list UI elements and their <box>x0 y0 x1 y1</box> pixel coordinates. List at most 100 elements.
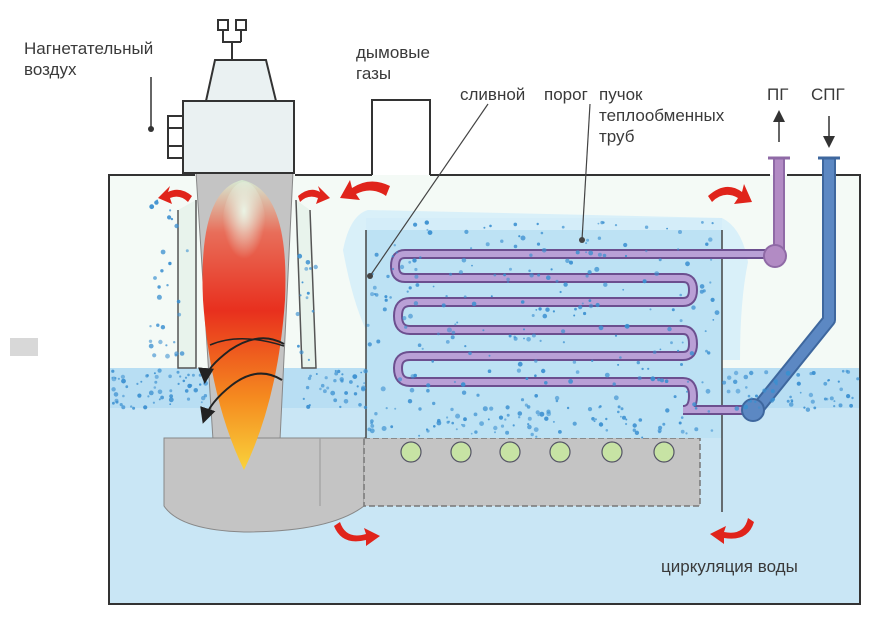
combustion-chamber <box>163 437 365 533</box>
bubble <box>622 288 625 291</box>
tubes-leader-dot <box>579 237 585 243</box>
bubble <box>686 380 690 383</box>
bubble <box>512 424 515 427</box>
flue-gas-stack <box>371 99 431 175</box>
bubble <box>353 392 358 396</box>
bubble <box>334 371 339 376</box>
tubes-leader-line <box>581 103 591 241</box>
bubble <box>555 399 559 403</box>
bubble <box>337 369 341 374</box>
bubble <box>339 405 342 409</box>
bubble <box>733 379 738 384</box>
bubble <box>581 302 584 305</box>
bubble <box>397 377 403 382</box>
bubble <box>650 376 656 382</box>
bubble <box>785 370 791 376</box>
bubble <box>185 249 189 253</box>
bubble <box>437 332 440 336</box>
bubble <box>600 220 604 225</box>
bubble <box>537 414 540 417</box>
bubble <box>649 308 652 311</box>
bubble <box>382 307 387 312</box>
bubble <box>158 398 161 401</box>
bubble <box>408 286 412 290</box>
bubble <box>182 379 186 383</box>
bubble <box>637 376 642 381</box>
bubble <box>120 374 125 379</box>
bubble <box>451 330 456 335</box>
bubble <box>374 252 379 257</box>
bubble <box>833 400 836 403</box>
bubble <box>604 372 610 378</box>
bubble <box>494 431 496 434</box>
overflow-splash <box>343 210 748 360</box>
swirl-arrow-back <box>209 338 285 347</box>
bubble <box>489 406 494 411</box>
bubble <box>598 406 601 409</box>
bubble <box>658 425 663 430</box>
bubble <box>140 380 143 383</box>
bubble <box>311 309 315 313</box>
bubble <box>199 383 202 386</box>
spg-inlet-pipe-fill <box>754 158 834 412</box>
bubble <box>588 250 594 256</box>
bubble <box>574 307 577 311</box>
bubble <box>710 258 713 261</box>
air-label-line2: воздух <box>24 60 77 79</box>
bubble <box>805 407 811 412</box>
bubble <box>470 247 473 250</box>
bubble <box>432 401 436 406</box>
bubble <box>747 400 750 403</box>
bubble <box>541 248 547 253</box>
bubble <box>722 380 727 385</box>
bubble <box>154 374 159 379</box>
bubble <box>170 217 174 221</box>
bubble <box>527 423 530 426</box>
bubble <box>786 399 790 403</box>
bubble <box>386 274 390 279</box>
bubble <box>677 349 680 352</box>
bubble <box>546 275 551 281</box>
bubble <box>341 373 344 376</box>
bubble <box>488 354 491 357</box>
circulation-label: циркуляция воды <box>661 557 798 576</box>
bubble <box>482 329 485 332</box>
flow-arrows <box>158 180 754 546</box>
bubble <box>657 377 661 382</box>
bubble <box>149 204 155 210</box>
bubble <box>474 430 478 434</box>
bubble <box>445 295 448 298</box>
bubble <box>694 407 698 410</box>
flow-arrow-icon <box>340 180 390 200</box>
bubble <box>691 305 696 310</box>
bubble <box>479 421 484 426</box>
bubble <box>554 395 560 401</box>
bubble <box>673 395 677 399</box>
bubble <box>125 385 129 389</box>
bubble <box>306 291 310 295</box>
bubble <box>174 223 179 229</box>
bubble <box>566 406 570 410</box>
bubble <box>402 316 407 321</box>
bubble <box>145 374 149 378</box>
bubble <box>309 374 312 378</box>
bubble <box>476 393 480 397</box>
bubble <box>516 368 522 373</box>
bubble <box>617 363 620 366</box>
bubble <box>681 341 684 344</box>
bubble <box>463 417 467 422</box>
bubble <box>152 401 155 404</box>
bubble <box>149 325 152 328</box>
bubble <box>587 407 593 412</box>
bubble <box>390 425 394 429</box>
bubble <box>363 405 368 410</box>
bubble <box>119 403 123 407</box>
bubble <box>810 399 815 404</box>
bubble <box>309 267 312 270</box>
bubble <box>154 380 158 384</box>
bubble <box>625 418 628 421</box>
bubble <box>376 339 381 344</box>
bubble <box>563 282 568 287</box>
bubble <box>191 373 195 377</box>
